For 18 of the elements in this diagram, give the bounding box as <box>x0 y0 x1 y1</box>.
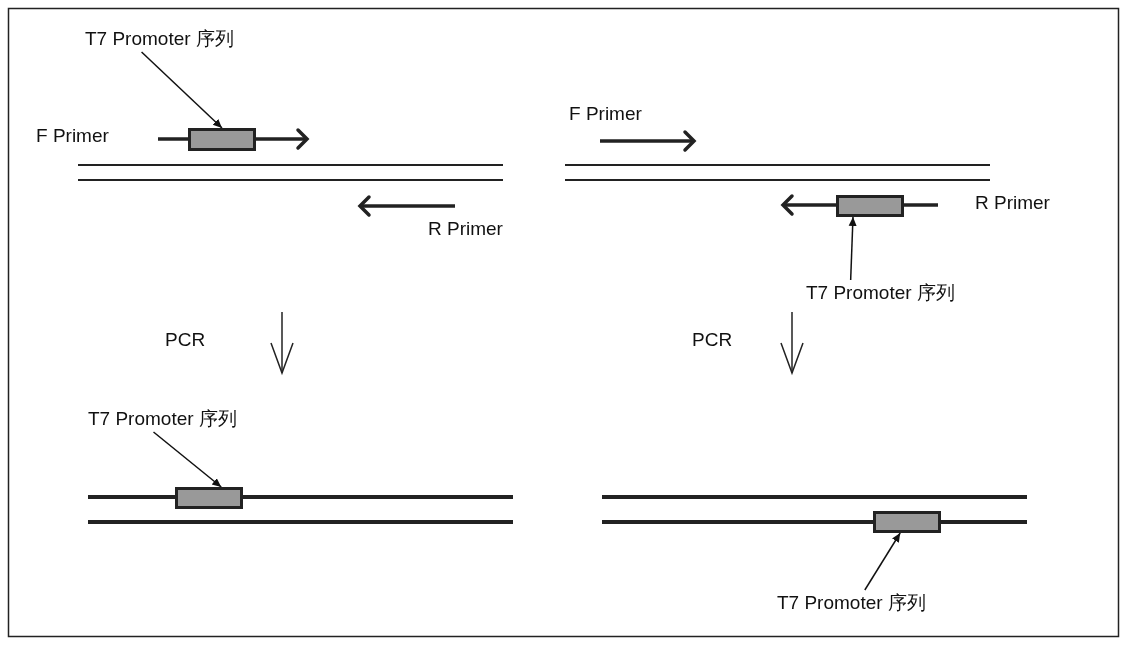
leader-arrow <box>864 532 901 591</box>
promoter-label: T7 Promoter 序列 <box>88 408 237 430</box>
promoter-label: T7 Promoter 序列 <box>806 282 955 304</box>
text-label: F Primer <box>569 103 642 125</box>
text-label: R Primer <box>975 192 1050 214</box>
promoter-box <box>188 128 256 151</box>
text-label: PCR <box>692 329 733 351</box>
text-label: R Primer <box>428 218 503 240</box>
promoter-box <box>836 195 904 217</box>
promoter-label: T7 Promoter 序列 <box>85 28 234 50</box>
promoter-box <box>873 511 941 533</box>
promoter-label: T7 Promoter 序列 <box>777 592 926 614</box>
text-label: PCR <box>165 329 206 351</box>
leader-arrow <box>140 51 223 129</box>
leader-arrow <box>152 431 222 488</box>
promoter-box <box>175 487 243 509</box>
text-label: F Primer <box>36 125 109 147</box>
leader-arrow <box>848 216 857 281</box>
